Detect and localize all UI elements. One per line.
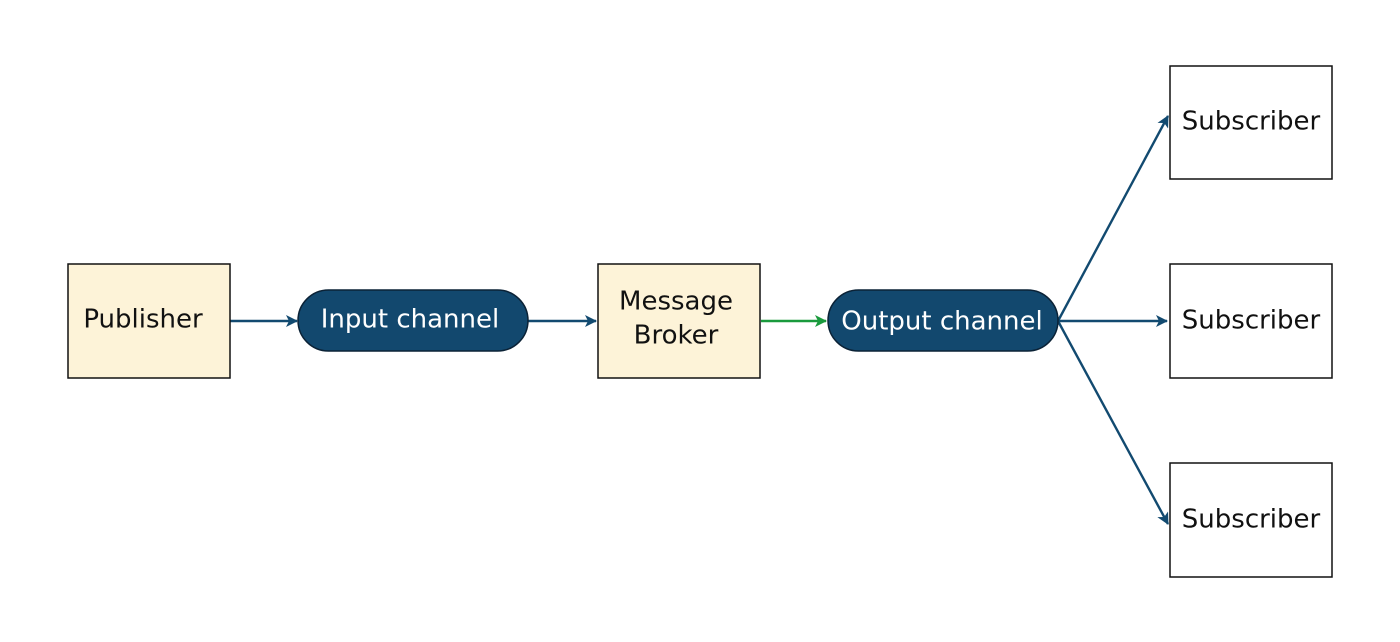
publisher-node[interactable]: Publisher <box>67 263 231 379</box>
message-broker-label-line-1: Message <box>619 287 733 317</box>
input-channel-label: Input channel <box>321 305 499 335</box>
subscriber-label: Subscriber <box>1182 306 1321 336</box>
subscriber-box <box>1169 263 1333 379</box>
arrow-output-to-subscriber-bottom <box>1056 320 1170 525</box>
subscriber-box <box>1169 462 1333 578</box>
output-channel-node[interactable]: Output channel <box>827 289 1059 352</box>
message-broker-label-line-2: Broker <box>634 321 719 351</box>
subscriber-node-middle[interactable]: Subscriber <box>1169 263 1333 379</box>
publisher-label: Publisher <box>83 305 203 335</box>
output-channel-label: Output channel <box>841 307 1042 337</box>
message-broker-node[interactable]: Message Broker <box>597 263 761 379</box>
subscriber-box <box>1169 65 1333 180</box>
output-channel-pill <box>827 289 1059 352</box>
input-channel-node[interactable]: Input channel <box>297 289 529 352</box>
subscriber-node-top[interactable]: Subscriber <box>1169 65 1333 180</box>
subscriber-node-bottom[interactable]: Subscriber <box>1169 462 1333 578</box>
subscriber-label: Subscriber <box>1182 107 1321 137</box>
message-broker-box <box>597 263 761 379</box>
publisher-box <box>67 263 231 379</box>
input-channel-pill <box>297 289 529 352</box>
subscriber-label: Subscriber <box>1182 505 1321 535</box>
arrow-output-to-subscriber-top <box>1056 115 1170 322</box>
